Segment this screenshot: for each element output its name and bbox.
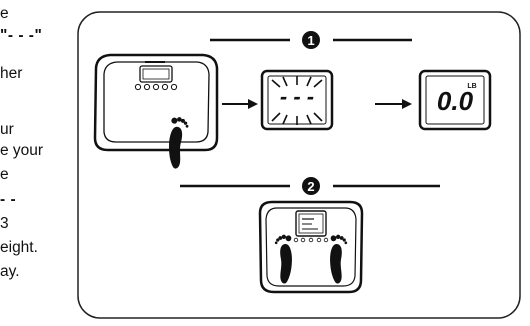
instruction-line: her	[0, 65, 23, 82]
footprint-icon	[165, 117, 189, 170]
instruction-line: - -	[0, 191, 17, 208]
unit-label: LB	[467, 83, 476, 90]
footprint-icon	[274, 234, 294, 284]
right-arrow-icon	[375, 99, 412, 109]
instruction-line: eight.	[0, 239, 38, 256]
bathroom-scale-icon	[93, 53, 219, 152]
instruction-line: e	[0, 5, 9, 22]
bathroom-scale-icon	[258, 200, 364, 294]
weight-reading: 0.0	[437, 86, 474, 116]
step-number-badge	[302, 177, 320, 195]
right-arrow-icon	[222, 99, 258, 109]
lcd-display-blinking: - - -	[260, 69, 334, 131]
footprint-icon	[328, 234, 348, 284]
instruction-line: e your	[0, 142, 44, 159]
step-number-badge	[302, 31, 320, 49]
step-1-header: 1	[210, 31, 412, 49]
blink-dashes: - - -	[280, 84, 314, 109]
step-number: 2	[307, 179, 314, 194]
instruction-line: ay.	[0, 263, 20, 280]
step-2-header: 2	[180, 177, 440, 195]
lcd-display-reading: 0.0 LB	[418, 69, 492, 131]
instruction-line: e	[0, 166, 9, 183]
instruction-line: 3	[0, 215, 9, 232]
instruction-line: "- - -"	[0, 27, 43, 44]
instruction-line: ur	[0, 121, 14, 138]
blink-rays	[271, 76, 323, 125]
step-number: 1	[307, 33, 314, 48]
instruction-text-fragment: e "- - -" her ur e your e - - 3 eight. a…	[0, 0, 96, 326]
